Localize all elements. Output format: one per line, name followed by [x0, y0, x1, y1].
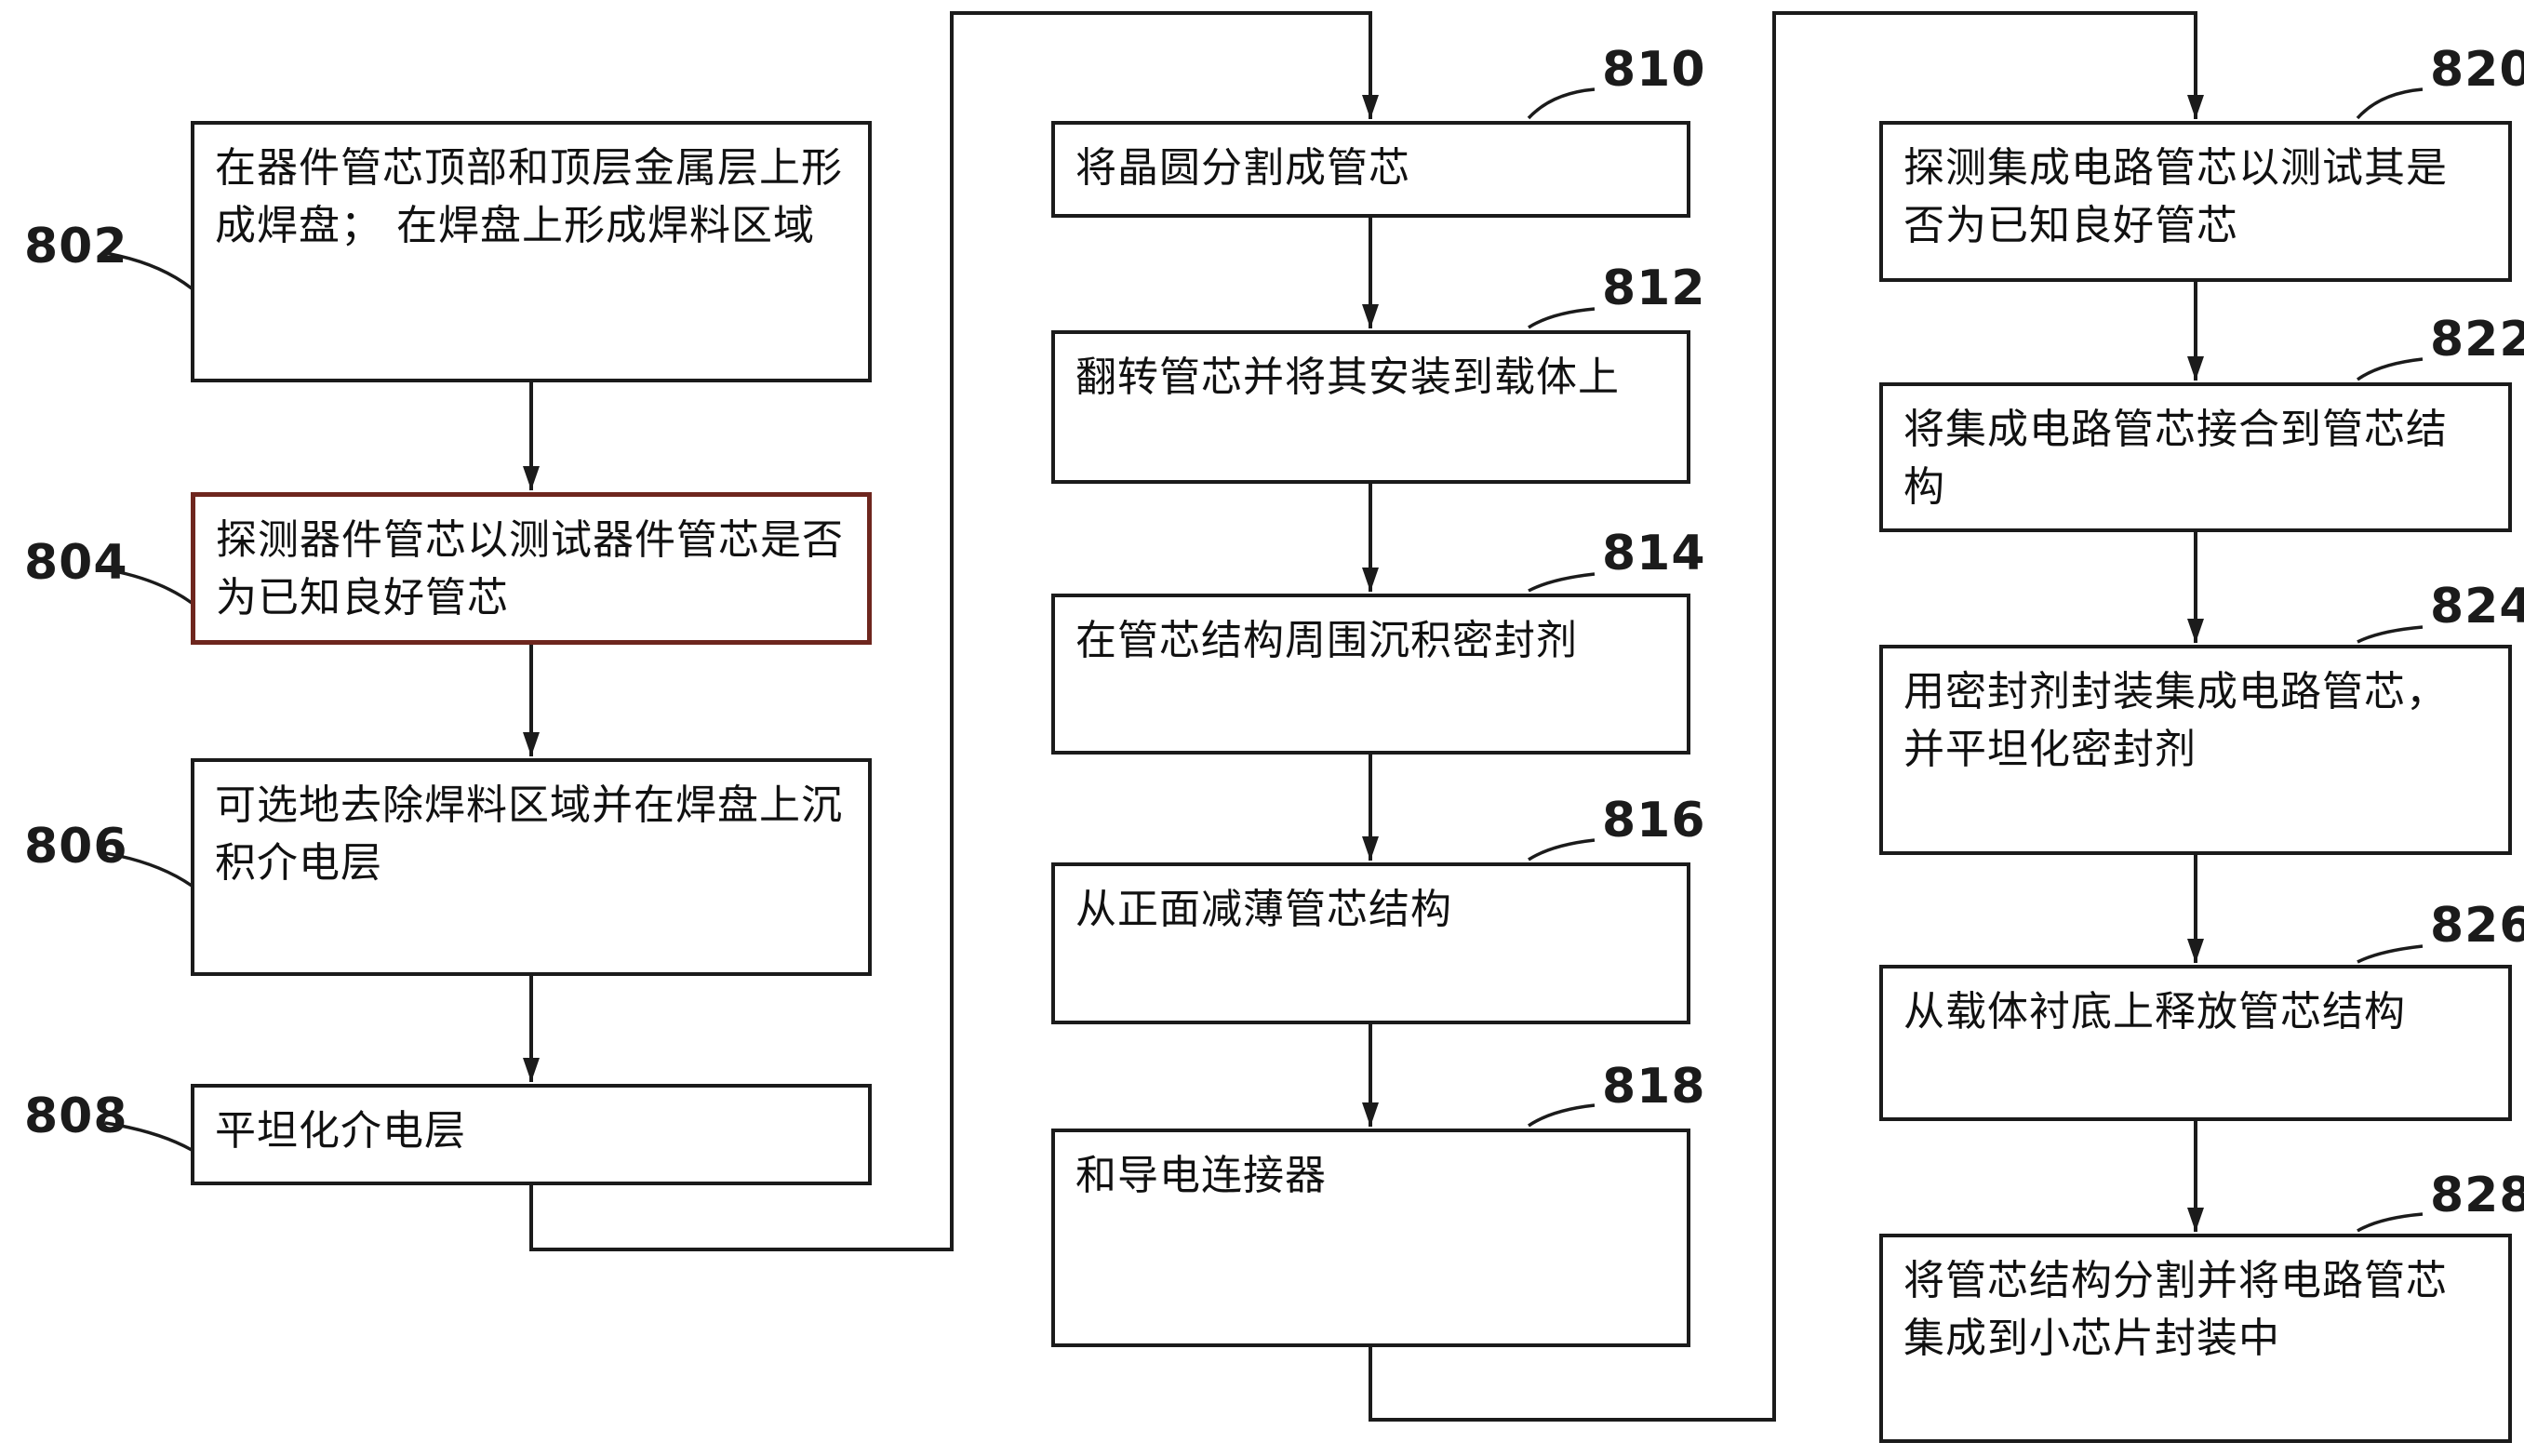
- label-tick-824: [2357, 625, 2424, 644]
- label-tick-802: [104, 251, 194, 290]
- label-tick-828: [2357, 1212, 2424, 1233]
- label-tick-806: [104, 851, 193, 888]
- ref-label-824: 824: [2430, 579, 2524, 634]
- flow-step-818-text: 和导电连接器: [1075, 1152, 1327, 1199]
- flow-step-820-text: 探测集成电路管芯以测试其是否为已知良好管芯: [1903, 144, 2448, 250]
- flow-step-828: 将管芯结构分割并将电路管芯集成到小芯片封装中: [1879, 1234, 2512, 1443]
- label-tick-810: [1527, 87, 1596, 120]
- label-tick-826: [2357, 944, 2424, 964]
- connector-808-to-810: [529, 11, 1379, 1251]
- ref-label-820: 820: [2430, 42, 2524, 98]
- flow-step-806: 可选地去除焊料区域并在焊盘上沉积介电层: [191, 758, 872, 976]
- flow-step-826-text: 从载体衬底上释放管芯结构: [1903, 988, 2406, 1035]
- flow-step-808: 平坦化介电层: [191, 1084, 872, 1185]
- flow-step-816: 从正面减薄管芯结构: [1051, 862, 1690, 1024]
- flow-step-822-text: 将集成电路管芯接合到管芯结构: [1903, 406, 2448, 512]
- ref-label-822: 822: [2430, 312, 2524, 367]
- ref-label-818: 818: [1602, 1059, 1706, 1115]
- flow-step-810: 将晶圆分割成管芯: [1051, 121, 1690, 218]
- flow-step-812-text: 翻转管芯并将其安装到载体上: [1075, 354, 1620, 401]
- flow-step-820: 探测集成电路管芯以测试其是否为已知良好管芯: [1879, 121, 2512, 282]
- flow-step-814: 在管芯结构周围沉积密封剂: [1051, 594, 1690, 755]
- flow-step-826: 从载体衬底上释放管芯结构: [1879, 965, 2512, 1121]
- label-tick-820: [2356, 87, 2424, 120]
- flow-step-806-text: 可选地去除焊料区域并在焊盘上沉积介电层: [215, 781, 843, 888]
- flow-step-814-text: 在管芯结构周围沉积密封剂: [1075, 617, 1578, 664]
- flow-step-804-text: 探测器件管芯以测试器件管芯是否为已知良好管芯: [216, 516, 844, 622]
- label-tick-812: [1528, 307, 1596, 329]
- flow-step-802-text: 在器件管芯顶部和顶层金属层上形成焊盘； 在焊盘上形成焊料区域: [215, 144, 843, 250]
- flow-step-816-text: 从正面减薄管芯结构: [1075, 886, 1452, 933]
- label-tick-816: [1528, 838, 1596, 862]
- label-tick-804: [104, 568, 194, 605]
- flow-step-808-text: 平坦化介电层: [215, 1107, 466, 1155]
- ref-label-802: 802: [24, 219, 128, 274]
- ref-label-810: 810: [1602, 42, 1706, 98]
- connector-818-to-820: [1369, 11, 2204, 1422]
- flow-step-818: 和导电连接器: [1051, 1129, 1690, 1347]
- flow-step-822: 将集成电路管芯接合到管芯结构: [1879, 382, 2512, 532]
- flow-step-810-text: 将晶圆分割成管芯: [1075, 144, 1410, 192]
- flow-step-812: 翻转管芯并将其安装到载体上: [1051, 330, 1690, 484]
- ref-label-814: 814: [1602, 526, 1706, 581]
- label-tick-808: [104, 1121, 193, 1152]
- label-tick-822: [2356, 357, 2424, 381]
- ref-label-828: 828: [2430, 1168, 2524, 1223]
- flow-step-804: 探测器件管芯以测试器件管芯是否为已知良好管芯: [191, 492, 872, 645]
- ref-label-808: 808: [24, 1089, 128, 1144]
- ref-label-816: 816: [1602, 793, 1706, 848]
- flow-step-824-text: 用密封剂封装集成电路管芯，并平坦化密封剂: [1903, 668, 2448, 774]
- flow-step-802: 在器件管芯顶部和顶层金属层上形成焊盘； 在焊盘上形成焊料区域: [191, 121, 872, 382]
- ref-label-806: 806: [24, 819, 128, 875]
- ref-label-804: 804: [24, 535, 128, 591]
- ref-label-826: 826: [2430, 898, 2524, 954]
- ref-label-812: 812: [1602, 260, 1706, 316]
- flow-step-824: 用密封剂封装集成电路管芯，并平坦化密封剂: [1879, 645, 2512, 855]
- flow-step-828-text: 将管芯结构分割并将电路管芯集成到小芯片封装中: [1903, 1257, 2448, 1363]
- label-tick-814: [1528, 572, 1596, 593]
- label-tick-818: [1528, 1103, 1596, 1128]
